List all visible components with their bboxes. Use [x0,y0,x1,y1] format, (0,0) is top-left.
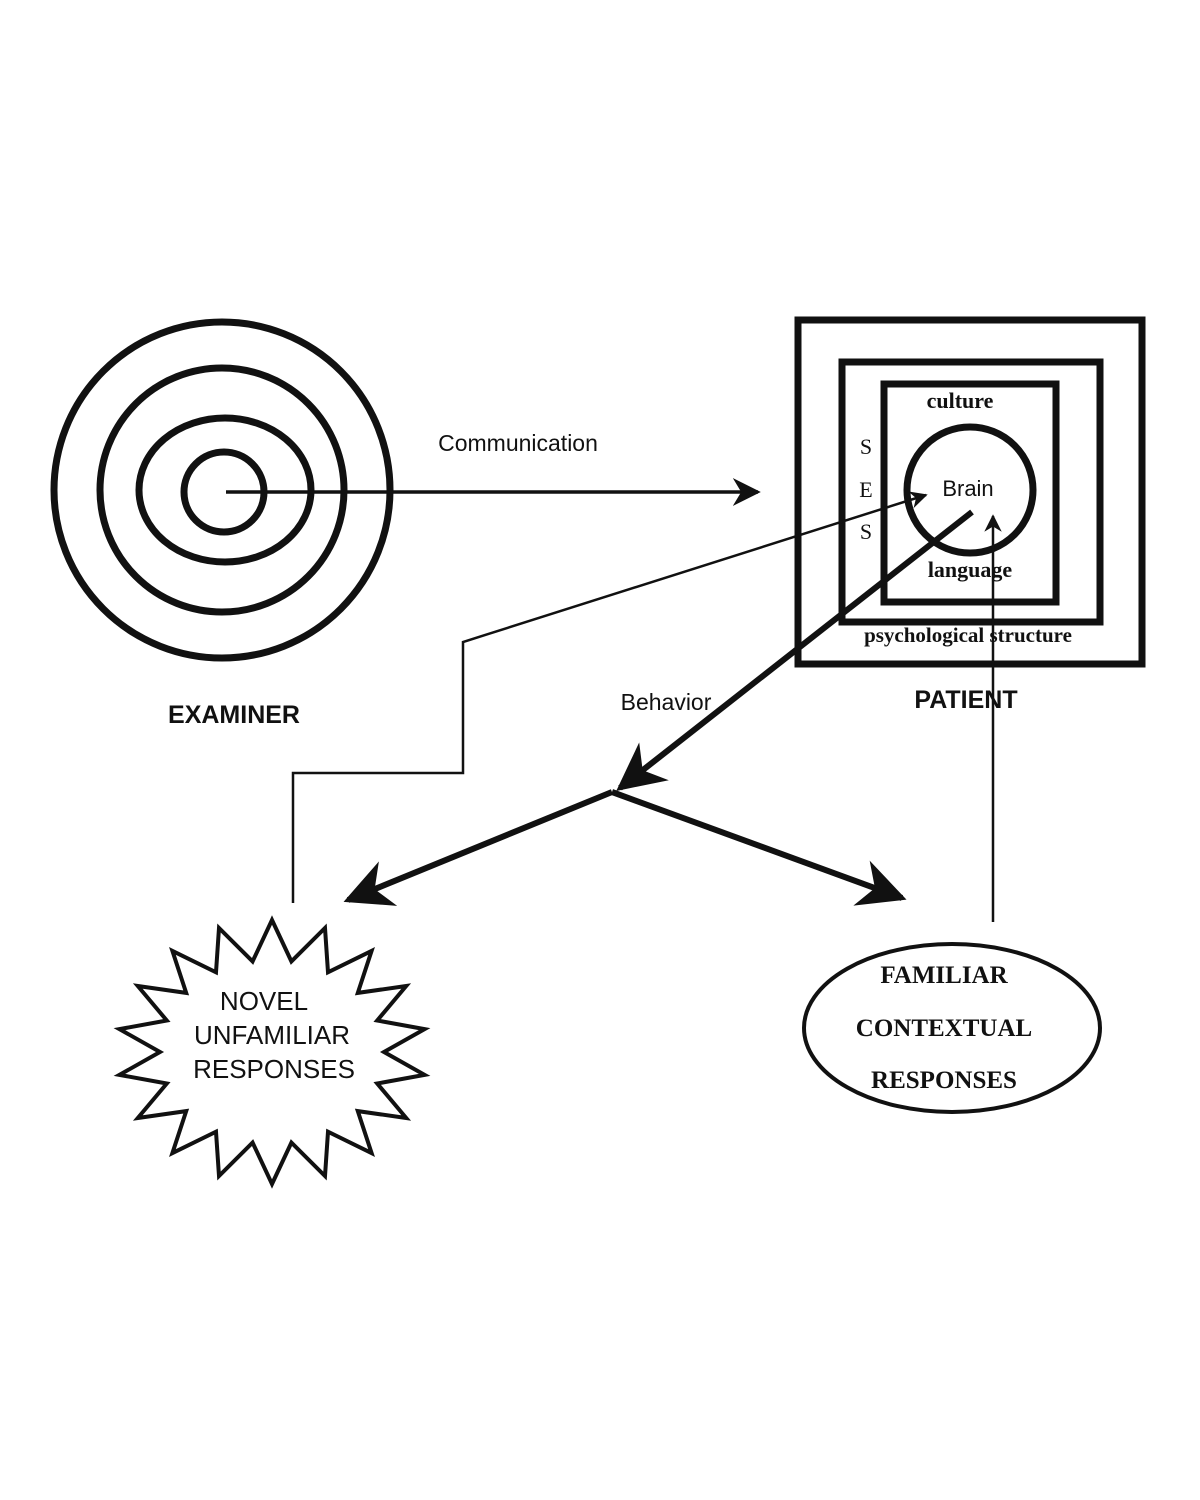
familiar-line-3: RESPONSES [871,1067,1017,1094]
novel-feedback-line [291,491,928,903]
examiner-rings [50,318,394,662]
novel-responses-starburst [113,915,431,1189]
novel-line-1: NOVEL [220,986,308,1016]
branch-arrow-familiar [610,789,907,906]
ses-letter-1: S [860,434,872,459]
novel-line-2: UNFAMILIAR [194,1020,350,1050]
psychological-structure-label: psychological structure [864,623,1072,647]
patient-box-outer [794,316,1146,668]
ses-letter-2: E [859,477,872,502]
examiner-label: EXAMINER [168,701,300,729]
examiner-ring-2 [96,364,348,616]
ses-letter-3: S [860,519,872,544]
culture-label: culture [927,388,994,413]
patient-boxes [794,316,1146,668]
behavior-arrow [616,509,974,791]
examiner-ring-3 [135,414,315,566]
branch-arrow-novel [343,789,614,906]
patient-box-culture [880,380,1060,606]
familiar-responses-ellipse [802,942,1102,1114]
brain-circle [903,423,1037,557]
novel-line-3: RESPONSES [193,1054,355,1084]
behavior-label: Behavior [621,689,712,715]
examiner-ring-outer [50,318,394,662]
language-label: language [928,557,1013,582]
patient-box-ses [838,358,1104,626]
communication-label: Communication [438,430,598,456]
familiar-line-2: CONTEXTUAL [856,1015,1032,1042]
familiar-line-1: FAMILIAR [880,962,1008,989]
patient-label: PATIENT [914,686,1017,714]
brain-label: Brain [942,476,993,501]
